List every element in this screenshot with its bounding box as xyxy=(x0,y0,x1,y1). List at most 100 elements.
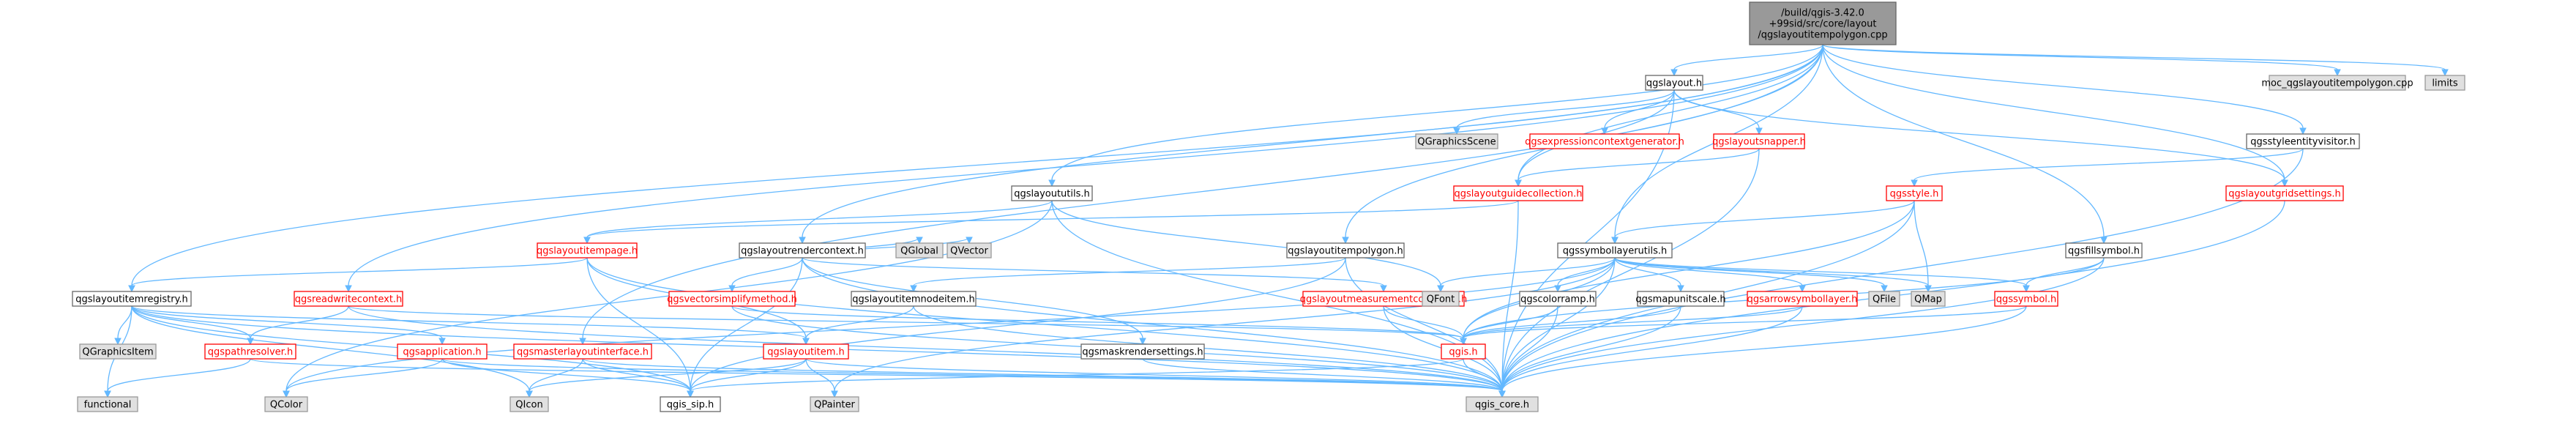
edge-qgsstyle-to-qmap xyxy=(1914,200,1932,293)
node-box xyxy=(72,291,192,307)
edge-qgssymbol-to-qgis_h xyxy=(1460,305,2027,346)
node-qgscolorramp[interactable]: qgscolorramp.h xyxy=(1519,291,1597,307)
node-box xyxy=(1994,291,2058,307)
edge-qgslayoututils-to-qgslayoutitempage xyxy=(583,200,1053,245)
node-qfile[interactable]: QFile xyxy=(1868,291,1900,307)
node-qgsmaskrendersettings[interactable]: qgsmaskrendersettings.h xyxy=(1080,343,1205,360)
node-qpainter[interactable]: QPainter xyxy=(810,396,859,412)
node-qglobal[interactable]: QGlobal xyxy=(895,242,944,259)
node-qgslayoutsnapper[interactable]: qgslayoutsnapper.h xyxy=(1712,133,1806,149)
node-qgsfillsymbol[interactable]: qgsfillsymbol.h xyxy=(2065,242,2143,259)
edge-qgslayoutitemregistry-to-qgsapplication xyxy=(131,305,446,346)
node-label: qgslayoutitemregistry.h xyxy=(75,294,188,305)
node-label: /build/qgis-3.42.0 xyxy=(1781,8,1864,19)
edge-qgsstyle-to-qgssymbollayerutils xyxy=(1611,200,1915,245)
node-label: qgslayoutrendercontext.h xyxy=(741,246,864,257)
node-label: QFile xyxy=(1873,294,1896,305)
node-qgsarrowsymbollayer[interactable]: qgsarrowsymbollayer.h xyxy=(1747,291,1858,307)
node-label: QPainter xyxy=(814,400,855,411)
edge-qgsreadwritecontext-to-qgspathresolver xyxy=(247,305,349,346)
node-functional[interactable]: functional xyxy=(77,396,138,412)
node-qgssymbollayerutils[interactable]: qgssymbollayerutils.h xyxy=(1557,242,1673,259)
node-label: qgsapplication.h xyxy=(403,347,481,358)
node-qgis_sip[interactable]: qgis_sip.h xyxy=(660,396,721,412)
node-box xyxy=(660,396,721,412)
node-qgsmapunitscale[interactable]: qgsmapunitscale.h xyxy=(1635,291,1726,307)
edge-qgis_h-to-qgis_core xyxy=(1463,358,1506,398)
edge-qgslayoutitemregistry-to-qgslayoutitem xyxy=(131,305,810,346)
edge-root-to-qgsfillsymbol xyxy=(1822,44,2108,245)
node-qgraphicsitem[interactable]: QGraphicsItem xyxy=(79,343,157,360)
node-qgslayoutitemregistry[interactable]: qgslayoutitemregistry.h xyxy=(72,291,192,307)
node-qgis_h[interactable]: qgis.h xyxy=(1441,343,1486,360)
node-qgraphicsscene[interactable]: QGraphicsScene xyxy=(1415,133,1498,149)
node-label: qgslayoutitempage.h xyxy=(537,246,638,257)
node-qcolor[interactable]: QColor xyxy=(264,396,308,412)
node-qgsmasterlayoutinterface[interactable]: qgsmasterlayoutinterface.h xyxy=(513,343,652,360)
node-box xyxy=(294,291,403,307)
node-qgspathresolver[interactable]: qgspathresolver.h xyxy=(204,343,296,360)
node-box xyxy=(1011,185,1093,201)
node-box xyxy=(2225,185,2344,201)
edge-qgslayout_h-to-qgraphicsscene xyxy=(1453,89,1675,135)
edge-qgsmasterlayoutinterface-to-qicon xyxy=(526,358,583,398)
node-box xyxy=(513,343,652,360)
node-qgslayoutguidecollection[interactable]: qgslayoutguidecollection.h xyxy=(1453,185,1583,201)
node-qgsapplication[interactable]: qgsapplication.h xyxy=(397,343,488,360)
node-box xyxy=(1911,291,1946,307)
node-qgslayoutitempolygon[interactable]: qgslayoutitempolygon.h xyxy=(1286,242,1405,259)
node-label: functional xyxy=(84,400,132,411)
node-label: qgslayoutitempolygon.h xyxy=(1288,246,1403,257)
node-qgslayout_h[interactable]: qgslayout.h xyxy=(1645,75,1703,91)
edge-root-to-qgsstyleentityvisitor xyxy=(1822,44,2307,135)
node-qgsstyleentityvisitor[interactable]: qgsstyleentityvisitor.h xyxy=(2246,133,2360,149)
node-qgsstyle[interactable]: qgsstyle.h xyxy=(1886,185,1943,201)
node-box xyxy=(1747,291,1858,307)
node-label: qgsmapunitscale.h xyxy=(1635,294,1725,305)
node-box xyxy=(947,242,992,259)
node-label: QMap xyxy=(1914,294,1942,305)
node-qicon[interactable]: QIcon xyxy=(509,396,549,412)
edge-qgsapplication-to-qcolor xyxy=(283,358,443,398)
edge-qgsmasterlayoutinterface-to-qgis_sip xyxy=(582,358,694,398)
edge-qgslayoutrendercontext-to-qgsvectorsimplifymethod xyxy=(728,257,803,293)
node-label: qgsarrowsymbollayer.h xyxy=(1747,294,1858,305)
node-limits[interactable]: limits xyxy=(2424,75,2465,91)
node-box xyxy=(2065,242,2143,259)
edge-qgslayoutitempage-to-qgslayoutitemregistry xyxy=(128,257,588,293)
node-box xyxy=(77,396,138,412)
node-label: qgsmaskrendersettings.h xyxy=(1082,347,1203,358)
edge-root-to-qgslayoututils xyxy=(1048,44,1823,187)
node-qgsreadwritecontext[interactable]: qgsreadwritecontext.h xyxy=(294,291,403,307)
edge-qgssymbollayerutils-to-qgsarrowsymbollayer xyxy=(1614,257,1806,293)
node-qgslayoutitemnodeitem[interactable]: qgslayoutitemnodeitem.h xyxy=(851,291,977,307)
node-box xyxy=(1080,343,1205,360)
node-qfont[interactable]: QFont xyxy=(1422,291,1460,307)
node-label: qgssymbollayerutils.h xyxy=(1563,246,1668,257)
node-box xyxy=(1286,242,1405,259)
node-qmap[interactable]: QMap xyxy=(1911,291,1946,307)
node-label: QIcon xyxy=(515,400,542,411)
node-qgis_core[interactable]: qgis_core.h xyxy=(1466,396,1539,412)
node-box xyxy=(668,291,796,307)
node-qgslayoutgridsettings[interactable]: qgslayoutgridsettings.h xyxy=(2225,185,2344,201)
node-qvector[interactable]: QVector xyxy=(947,242,992,259)
edge-qgssymbollayerutils-to-qfont xyxy=(1437,257,1616,293)
node-qgssymbol[interactable]: qgssymbol.h xyxy=(1994,291,2058,307)
node-box xyxy=(509,396,549,412)
node-qgslayoutitempage[interactable]: qgslayoutitempage.h xyxy=(537,242,638,259)
edge-qgslayoutitem-to-qgis_sip xyxy=(687,358,807,398)
node-qgslayoutitem[interactable]: qgslayoutitem.h xyxy=(763,343,849,360)
edge-qgslayoutguidecollection-to-qgis_core xyxy=(1498,200,1519,398)
node-qgsexprctxgen[interactable]: qgsexpressioncontextgenerator.h xyxy=(1525,133,1684,149)
node-root[interactable]: /build/qgis-3.42.0+99sid/src/core/layout… xyxy=(1749,1,1897,45)
node-box xyxy=(2269,75,2406,91)
node-box xyxy=(2424,75,2465,91)
node-label: qgis_sip.h xyxy=(667,400,714,411)
node-qgslayoututils[interactable]: qgslayoututils.h xyxy=(1011,185,1093,201)
node-qgslayoutrendercontext[interactable]: qgslayoutrendercontext.h xyxy=(739,242,866,259)
node-qgsvectorsimplifymethod[interactable]: qgsvectorsimplifymethod.h xyxy=(667,291,797,307)
edge-qgspathresolver-to-qgis_core xyxy=(250,358,1506,398)
node-moc[interactable]: moc_qgslayoutitempolygon.cpp xyxy=(2261,75,2413,91)
node-box xyxy=(1713,133,1805,149)
